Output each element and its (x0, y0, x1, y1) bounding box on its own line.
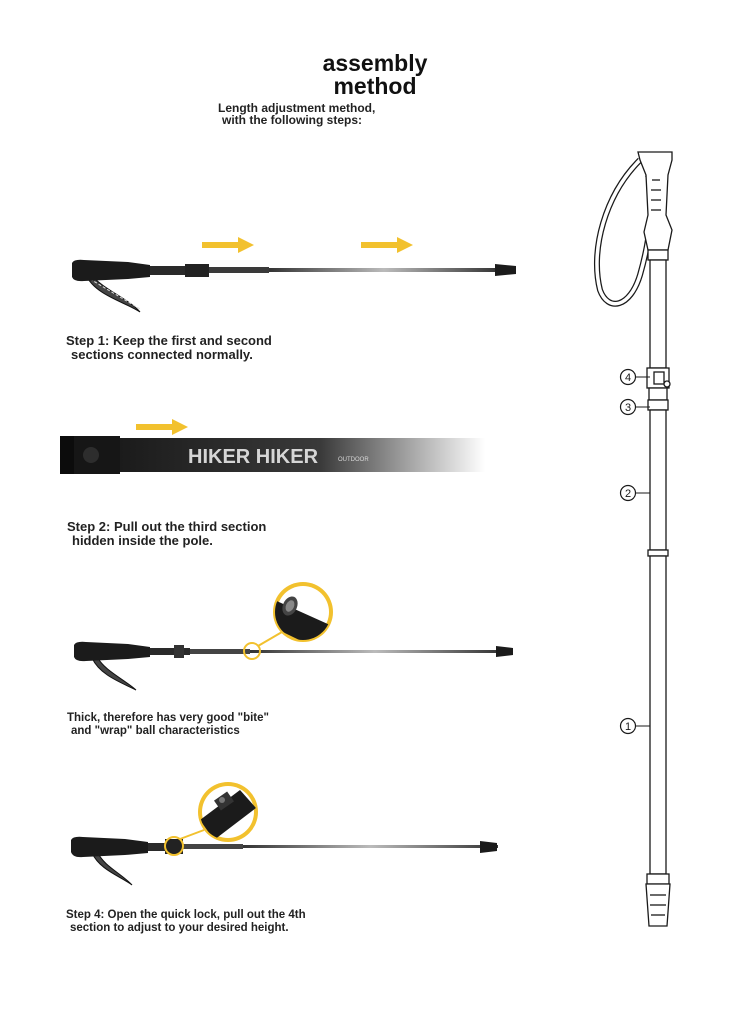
step-2-pole: HIKER HIKER OUTDOOR (60, 419, 485, 474)
grip-icon (74, 641, 150, 662)
step-2-line-1: Step 2: Pull out the third section (67, 519, 267, 534)
step-1-line-1: Step 1: Keep the first and second (66, 333, 272, 348)
pole-sub-text: OUTDOOR (338, 457, 369, 463)
step-3-line-2: and "wrap" ball characteristics (71, 724, 240, 737)
step-3-text: Thick, therefore has very good "bite" an… (67, 712, 269, 737)
strap-icon (91, 852, 133, 886)
pole-brand-text: HIKER HIKER (188, 446, 319, 468)
step-1-line-2: sections connected normally. (71, 347, 253, 362)
highlight-ring (243, 642, 261, 660)
grip-icon (637, 151, 673, 251)
tip-icon (496, 646, 513, 657)
marker-1-circle (619, 717, 637, 735)
tip-icon (495, 264, 516, 276)
quick-lock-icon (653, 371, 665, 385)
step-3-pole (74, 582, 513, 691)
step-4-line-2: section to adjust to your desired height… (70, 921, 289, 934)
marker-2-circle (619, 484, 637, 502)
step-2-line-2: hidden inside the pole. (72, 533, 213, 548)
subtitle-line-1: Length adjustment method, (218, 101, 376, 115)
page-title: assembly method (0, 52, 750, 98)
step-2-text: Step 2: Pull out the third section hidde… (67, 520, 266, 548)
section-markers: 4 3 2 1 (619, 368, 637, 735)
yellow-arrow (202, 237, 254, 253)
step-4-text: Step 4: Open the quick lock, pull out th… (66, 909, 306, 934)
marker-4-label: 4 (625, 372, 631, 384)
grip-icon (71, 836, 148, 858)
step-4-line-1: Step 4: Open the quick lock, pull out th… (66, 909, 306, 921)
yellow-arrow (361, 237, 413, 253)
step-3-line-1: Thick, therefore has very good "bite" (67, 712, 269, 724)
marker-3-label: 3 (625, 402, 631, 414)
strap-icon (85, 274, 141, 313)
step-4-pole (71, 782, 498, 886)
subtitle: Length adjustment method, with the follo… (218, 102, 375, 126)
highlight-ring (164, 836, 184, 856)
yellow-arrow (136, 419, 188, 435)
step-1-pole (72, 237, 516, 313)
subtitle-line-2: with the following steps: (222, 113, 362, 127)
grip-icon (72, 259, 150, 282)
step-1-text: Step 1: Keep the first and second sectio… (66, 334, 272, 362)
title-line-2: method (333, 73, 417, 99)
marker-1-label: 1 (625, 721, 631, 733)
side-pole-diagram (594, 151, 673, 927)
strap-icon (91, 657, 137, 691)
marker-4-circle (619, 368, 637, 386)
tip-icon (480, 841, 497, 853)
title-line-1: assembly (322, 50, 428, 76)
marker-3-circle (619, 398, 637, 416)
marker-2-label: 2 (625, 488, 631, 500)
